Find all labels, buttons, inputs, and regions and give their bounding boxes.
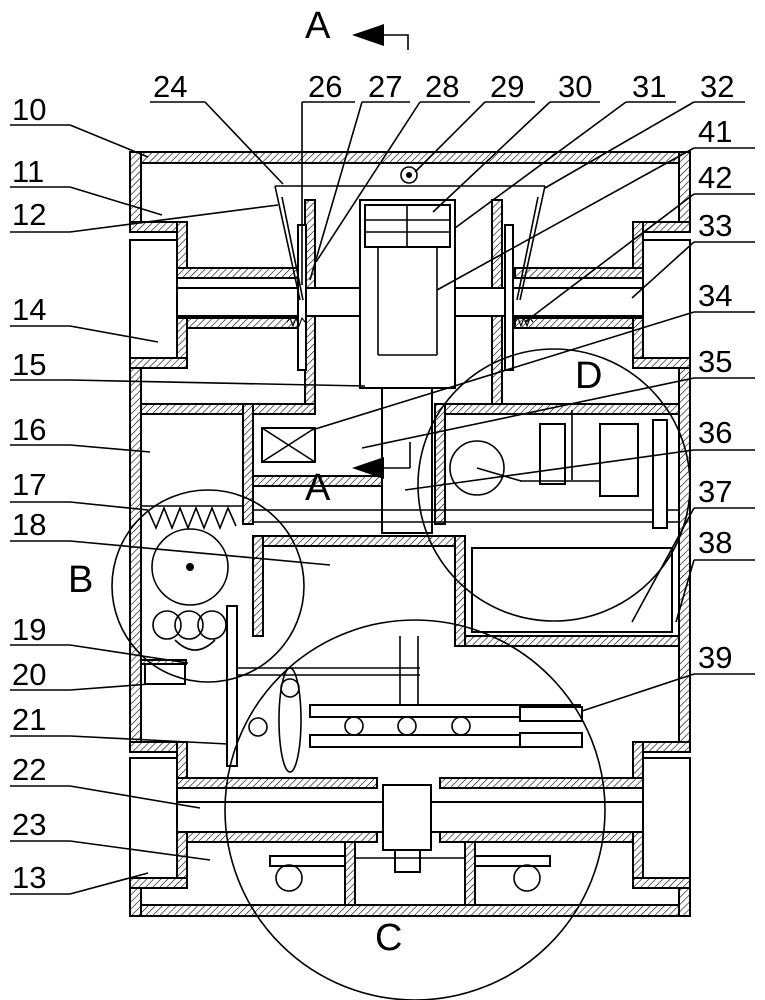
label-36: 36 bbox=[698, 415, 732, 450]
label-29: 29 bbox=[490, 69, 524, 104]
label-42: 42 bbox=[698, 160, 732, 195]
label-20: 20 bbox=[12, 657, 46, 692]
label-31: 31 bbox=[632, 69, 666, 104]
fan-gear-right-icon bbox=[513, 864, 541, 892]
section-mark-middle: A bbox=[305, 442, 411, 509]
detail-circle-b bbox=[111, 489, 305, 683]
label-33: 33 bbox=[698, 208, 732, 243]
label-21: 21 bbox=[12, 702, 46, 737]
label-19: 19 bbox=[12, 612, 46, 647]
fan-gear-left-icon bbox=[275, 864, 303, 892]
label-35: 35 bbox=[698, 344, 732, 379]
storage-box bbox=[471, 547, 673, 633]
middle-assembly bbox=[141, 410, 679, 685]
label-12: 12 bbox=[12, 197, 46, 232]
pad-upper-right bbox=[642, 239, 691, 359]
detail-circle-d bbox=[417, 348, 691, 622]
label-15: 15 bbox=[12, 347, 46, 382]
pad-lower-left bbox=[129, 757, 178, 879]
label-22: 22 bbox=[12, 752, 46, 787]
left-labels: 10 11 12 14 15 16 17 18 19 20 21 22 bbox=[10, 92, 366, 895]
label-11: 11 bbox=[12, 154, 44, 189]
detail-circle-c bbox=[224, 619, 606, 1000]
label-10: 10 bbox=[12, 92, 46, 127]
lower-assembly bbox=[176, 605, 644, 892]
spring bbox=[147, 505, 237, 531]
label-13: 13 bbox=[12, 860, 46, 895]
sensor-icon bbox=[400, 166, 418, 184]
label-16: 16 bbox=[12, 412, 46, 447]
section-letter-middle: A bbox=[305, 467, 331, 509]
label-24: 24 bbox=[153, 69, 187, 104]
label-17: 17 bbox=[12, 467, 46, 502]
label-32: 32 bbox=[700, 69, 734, 104]
vertical-shaft bbox=[381, 387, 433, 534]
label-26: 26 bbox=[308, 69, 342, 104]
pad-upper-left bbox=[129, 239, 178, 359]
label-38: 38 bbox=[698, 525, 732, 560]
label-30: 30 bbox=[558, 69, 592, 104]
upper-axle-assembly bbox=[176, 166, 644, 534]
detail-circles bbox=[111, 348, 691, 1000]
label-34: 34 bbox=[698, 278, 732, 313]
large-gear bbox=[151, 528, 229, 606]
side-pads bbox=[129, 239, 691, 879]
lower-motor bbox=[382, 784, 432, 851]
right-labels: 41 42 33 34 35 36 37 38 39 bbox=[311, 114, 755, 712]
label-39: 39 bbox=[698, 640, 732, 675]
pad-lower-right bbox=[642, 757, 691, 879]
section-letter-top: A bbox=[305, 5, 331, 47]
detail-letter-c: C bbox=[375, 917, 402, 959]
label-18: 18 bbox=[12, 507, 46, 542]
label-28: 28 bbox=[425, 69, 459, 104]
section-mark-top: A bbox=[305, 5, 409, 50]
label-14: 14 bbox=[12, 292, 46, 327]
label-27: 27 bbox=[368, 69, 402, 104]
detail-letter-d: D bbox=[575, 355, 602, 397]
top-labels: 24 26 27 28 29 30 31 32 bbox=[150, 69, 745, 285]
detail-letter-b: B bbox=[68, 559, 93, 601]
label-23: 23 bbox=[12, 807, 46, 842]
label-41: 41 bbox=[698, 114, 732, 149]
label-37: 37 bbox=[698, 474, 732, 509]
